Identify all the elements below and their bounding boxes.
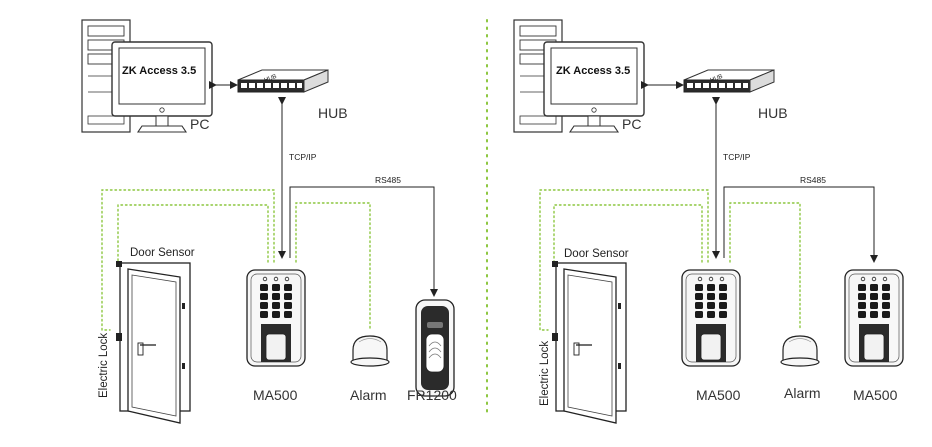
software-title: ZK Access 3.5 bbox=[556, 65, 630, 77]
hub-front-label: HUB bbox=[710, 74, 724, 84]
right-configuration: ZK Access 3.5 PC HUB HUB TCP/IP RS485 Do… bbox=[513, 19, 904, 424]
device1-label: MA500 bbox=[253, 387, 298, 403]
hub-label: HUB bbox=[758, 105, 788, 121]
rs485-link bbox=[723, 186, 878, 263]
dotted-wires bbox=[101, 189, 371, 331]
ma500-terminal-icon-2 bbox=[844, 269, 904, 367]
electric-lock-label: Electric Lock bbox=[98, 333, 110, 398]
dotted-wires bbox=[539, 189, 801, 331]
software-title: ZK Access 3.5 bbox=[122, 65, 196, 77]
fr1200-reader-icon bbox=[415, 299, 455, 397]
hub-switch-icon bbox=[237, 69, 329, 93]
hub-label: HUB bbox=[318, 105, 348, 121]
alarm-label: Alarm bbox=[784, 385, 821, 401]
alarm-label: Alarm bbox=[350, 387, 387, 403]
device2-label: FR1200 bbox=[407, 387, 457, 403]
ma500-terminal-icon bbox=[246, 269, 306, 367]
door-icon bbox=[115, 260, 191, 424]
electric-lock-label: Electric Lock bbox=[539, 341, 551, 406]
left-configuration: ZK Access 3.5 PC HUB HUB TCP/IP RS485 Do… bbox=[81, 19, 457, 424]
pc-label: PC bbox=[622, 116, 641, 132]
rs485-link bbox=[289, 186, 438, 297]
hub-switch-icon bbox=[683, 69, 775, 93]
rs485-label: RS485 bbox=[800, 175, 826, 185]
device1-label: MA500 bbox=[696, 387, 741, 403]
alarm-icon bbox=[350, 335, 390, 367]
pc-label: PC bbox=[190, 116, 209, 132]
hub-front-label: HUB bbox=[264, 74, 278, 84]
door-icon bbox=[551, 260, 627, 424]
tcpip-label: TCP/IP bbox=[289, 152, 317, 162]
door-sensor-label: Door Sensor bbox=[130, 247, 195, 259]
ma500-terminal-icon bbox=[681, 269, 741, 367]
device2-label: MA500 bbox=[853, 387, 898, 403]
door-sensor-label: Door Sensor bbox=[564, 248, 629, 260]
alarm-icon bbox=[780, 335, 820, 367]
tcpip-label: TCP/IP bbox=[723, 152, 751, 162]
rs485-label: RS485 bbox=[375, 175, 401, 185]
